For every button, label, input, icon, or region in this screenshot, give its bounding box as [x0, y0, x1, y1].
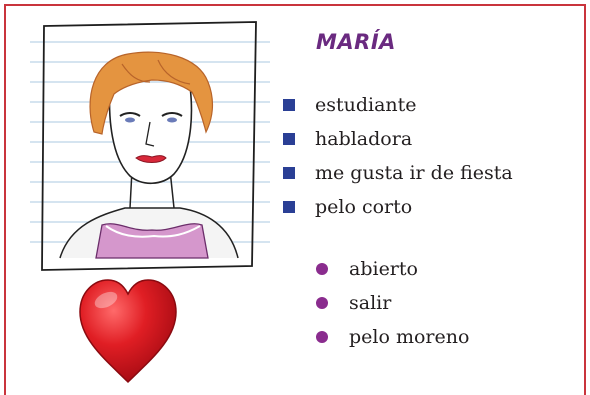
square-bullet-icon [283, 167, 295, 179]
trait-label: habladora [315, 128, 413, 150]
round-bullet-icon [316, 331, 328, 343]
trait-list: estudiante habladora me gusta ir de fies… [283, 88, 513, 224]
round-bullet-icon [316, 297, 328, 309]
trait-label: me gusta ir de fiesta [315, 162, 513, 184]
list-item: estudiante [283, 88, 513, 122]
person-name: MARÍA [316, 30, 396, 54]
list-item: me gusta ir de fiesta [283, 156, 513, 190]
trait-label: pelo corto [315, 196, 413, 218]
preference-list: abierto salir pelo moreno [316, 252, 469, 354]
card-border [4, 4, 586, 395]
square-bullet-icon [283, 99, 295, 111]
list-item: pelo corto [283, 190, 513, 224]
list-item: abierto [316, 252, 469, 286]
square-bullet-icon [283, 201, 295, 213]
preference-label: salir [349, 292, 392, 314]
trait-label: estudiante [315, 94, 417, 116]
square-bullet-icon [283, 133, 295, 145]
list-item: habladora [283, 122, 513, 156]
list-item: pelo moreno [316, 320, 469, 354]
list-item: salir [316, 286, 469, 320]
portrait-drawing-icon [30, 20, 270, 272]
preference-label: pelo moreno [349, 326, 470, 348]
round-bullet-icon [316, 263, 328, 275]
preference-label: abierto [349, 258, 418, 280]
heart-icon [78, 278, 178, 386]
